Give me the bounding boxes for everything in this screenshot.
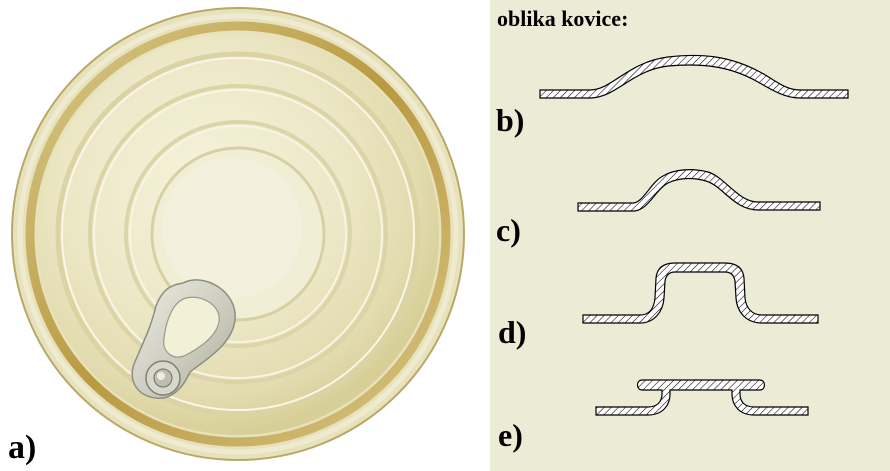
pull-tab	[131, 279, 236, 399]
profile-label-e: e)	[498, 417, 523, 453]
profile-label-b: b)	[496, 102, 524, 138]
rivet-profile-e	[595, 379, 809, 416]
rivet-profile-d	[582, 262, 819, 324]
can-lid-photo	[11, 7, 465, 461]
panel-title: oblika kovice:	[497, 6, 628, 31]
rivet-profile-c	[577, 169, 821, 212]
photo-label: a)	[8, 429, 36, 466]
profile-label-c: c)	[496, 212, 521, 248]
profile-panel	[490, 0, 890, 471]
rivet-profile-b	[539, 54, 849, 99]
profile-label-d: d)	[498, 314, 526, 350]
